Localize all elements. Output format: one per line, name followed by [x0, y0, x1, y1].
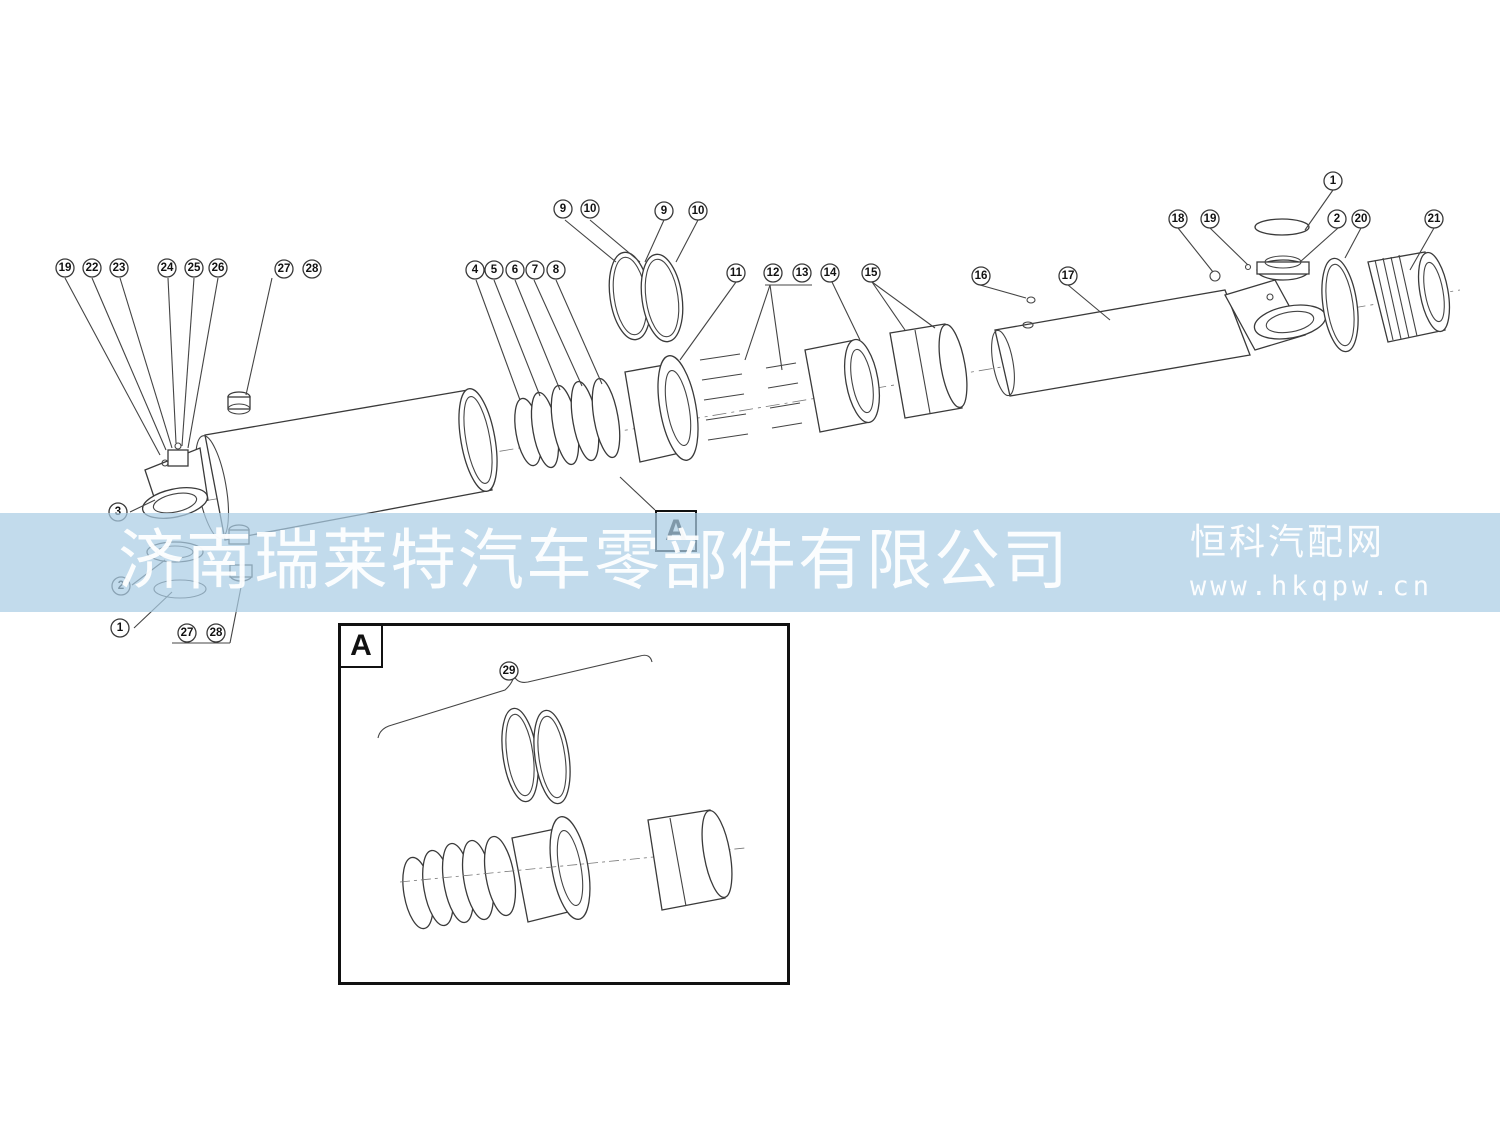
- piston-rod-17: [991, 289, 1251, 397]
- callout-label: 10: [584, 203, 597, 215]
- bushing-15: [889, 323, 968, 419]
- detail-a-drawing: 29: [377, 654, 746, 930]
- guide-rings-9-10: [608, 251, 684, 343]
- callout-label: 8: [553, 264, 560, 276]
- callout-label: 1: [1330, 175, 1337, 187]
- callout-6: 6: [505, 260, 525, 280]
- callout-label: 12: [767, 267, 780, 279]
- callout-label: 2: [1334, 213, 1340, 225]
- callout-20: 20: [1351, 209, 1371, 229]
- callout-25: 25: [184, 258, 204, 278]
- callout-1-right: 1: [1323, 171, 1343, 191]
- callout-label: 5: [491, 264, 498, 276]
- callout-label: 28: [210, 627, 223, 639]
- callout-13: 13: [792, 263, 812, 283]
- cylinder-barrel: [194, 388, 498, 541]
- callout-16: 16: [971, 266, 991, 286]
- callout-22: 22: [82, 258, 102, 278]
- watermark-brand: 恒科汽配网: [1190, 522, 1386, 563]
- watermark-url: www.hkqpw.cn: [1190, 571, 1434, 602]
- part-callouts: 1 2 3 19 22 23 24 25 26 27 28 27 28 4 5 …: [55, 171, 1444, 643]
- callout-label: 25: [188, 262, 201, 274]
- piston-seal-set: [514, 377, 621, 469]
- callout-label: 21: [1428, 213, 1441, 225]
- callout-29-label: 29: [503, 665, 516, 677]
- seal-20: [1321, 257, 1359, 353]
- callout-label: 26: [212, 262, 225, 274]
- cylinder-head-14: [804, 338, 881, 433]
- callout-17: 17: [1058, 266, 1078, 286]
- breather-plug-top: [227, 391, 251, 415]
- callout-9-a: 9: [553, 199, 573, 219]
- callout-1-left-bottom: 1: [110, 618, 130, 638]
- callout-18: 18: [1168, 209, 1188, 229]
- leader-lines: [64, 189, 1435, 644]
- watermark-company-name: 济南瑞莱特汽车零部件有限公司: [118, 522, 1070, 599]
- callout-27-top: 27: [274, 259, 294, 279]
- callout-label: 9: [661, 205, 667, 217]
- callout-14: 14: [820, 263, 840, 283]
- rod-eye-end: [1209, 263, 1327, 351]
- callout-label: 18: [1172, 213, 1185, 225]
- callout-5: 5: [484, 260, 504, 280]
- callout-28-bottom: 28: [206, 623, 226, 643]
- callout-12: 12: [763, 263, 783, 283]
- callout-9-b: 9: [654, 201, 674, 221]
- callout-label: 24: [161, 262, 174, 274]
- callout-label: 7: [532, 264, 538, 276]
- callout-19-right: 19: [1200, 209, 1220, 229]
- detail-a-letter: A: [341, 626, 383, 668]
- callout-label: 9: [560, 203, 566, 215]
- clevis-bottom: [141, 442, 209, 519]
- callout-label: 22: [86, 262, 99, 274]
- callout-label: 15: [865, 267, 878, 279]
- callout-19-left: 19: [55, 258, 75, 278]
- callout-label: 14: [824, 267, 837, 279]
- callout-28-top: 28: [302, 259, 322, 279]
- callout-label: 19: [59, 262, 72, 274]
- callout-label: 10: [692, 205, 705, 217]
- callout-label: 19: [1204, 213, 1217, 225]
- callout-label: 11: [730, 267, 743, 279]
- callout-label: 1: [117, 622, 124, 634]
- callout-15: 15: [861, 263, 881, 283]
- callout-label: 23: [113, 262, 126, 274]
- callout-label: 27: [181, 627, 194, 639]
- rod-boot-21: [1367, 251, 1451, 343]
- callout-23: 23: [109, 258, 129, 278]
- callout-24: 24: [157, 258, 177, 278]
- callout-label: 28: [306, 263, 319, 275]
- callout-label: 6: [512, 264, 518, 276]
- callout-label: 16: [975, 270, 988, 282]
- callout-label: 3: [115, 506, 121, 518]
- callout-21: 21: [1424, 209, 1444, 229]
- callout-label: 4: [472, 264, 479, 276]
- callout-11: 11: [726, 263, 746, 283]
- bolt-set-12-13: [699, 353, 803, 441]
- callout-2-right: 2: [1327, 209, 1347, 229]
- callout-10-b: 10: [688, 201, 708, 221]
- callout-label: 27: [278, 263, 291, 275]
- piston-body-11: [624, 355, 699, 463]
- callout-8: 8: [546, 260, 566, 280]
- detail-a-box: A: [338, 623, 790, 985]
- callout-7: 7: [525, 260, 545, 280]
- callout-4: 4: [465, 260, 485, 280]
- watermark-banner: 济南瑞莱特汽车零部件有限公司 恒科汽配网 www.hkqpw.cn: [0, 513, 1500, 612]
- callout-10-a: 10: [580, 199, 600, 219]
- bearing-ring-right: [1254, 218, 1310, 281]
- callout-label: 20: [1355, 213, 1368, 225]
- callout-26: 26: [208, 258, 228, 278]
- callout-label: 17: [1062, 270, 1075, 282]
- callout-27-bottom: 27: [177, 623, 197, 643]
- callout-label: 13: [796, 267, 809, 279]
